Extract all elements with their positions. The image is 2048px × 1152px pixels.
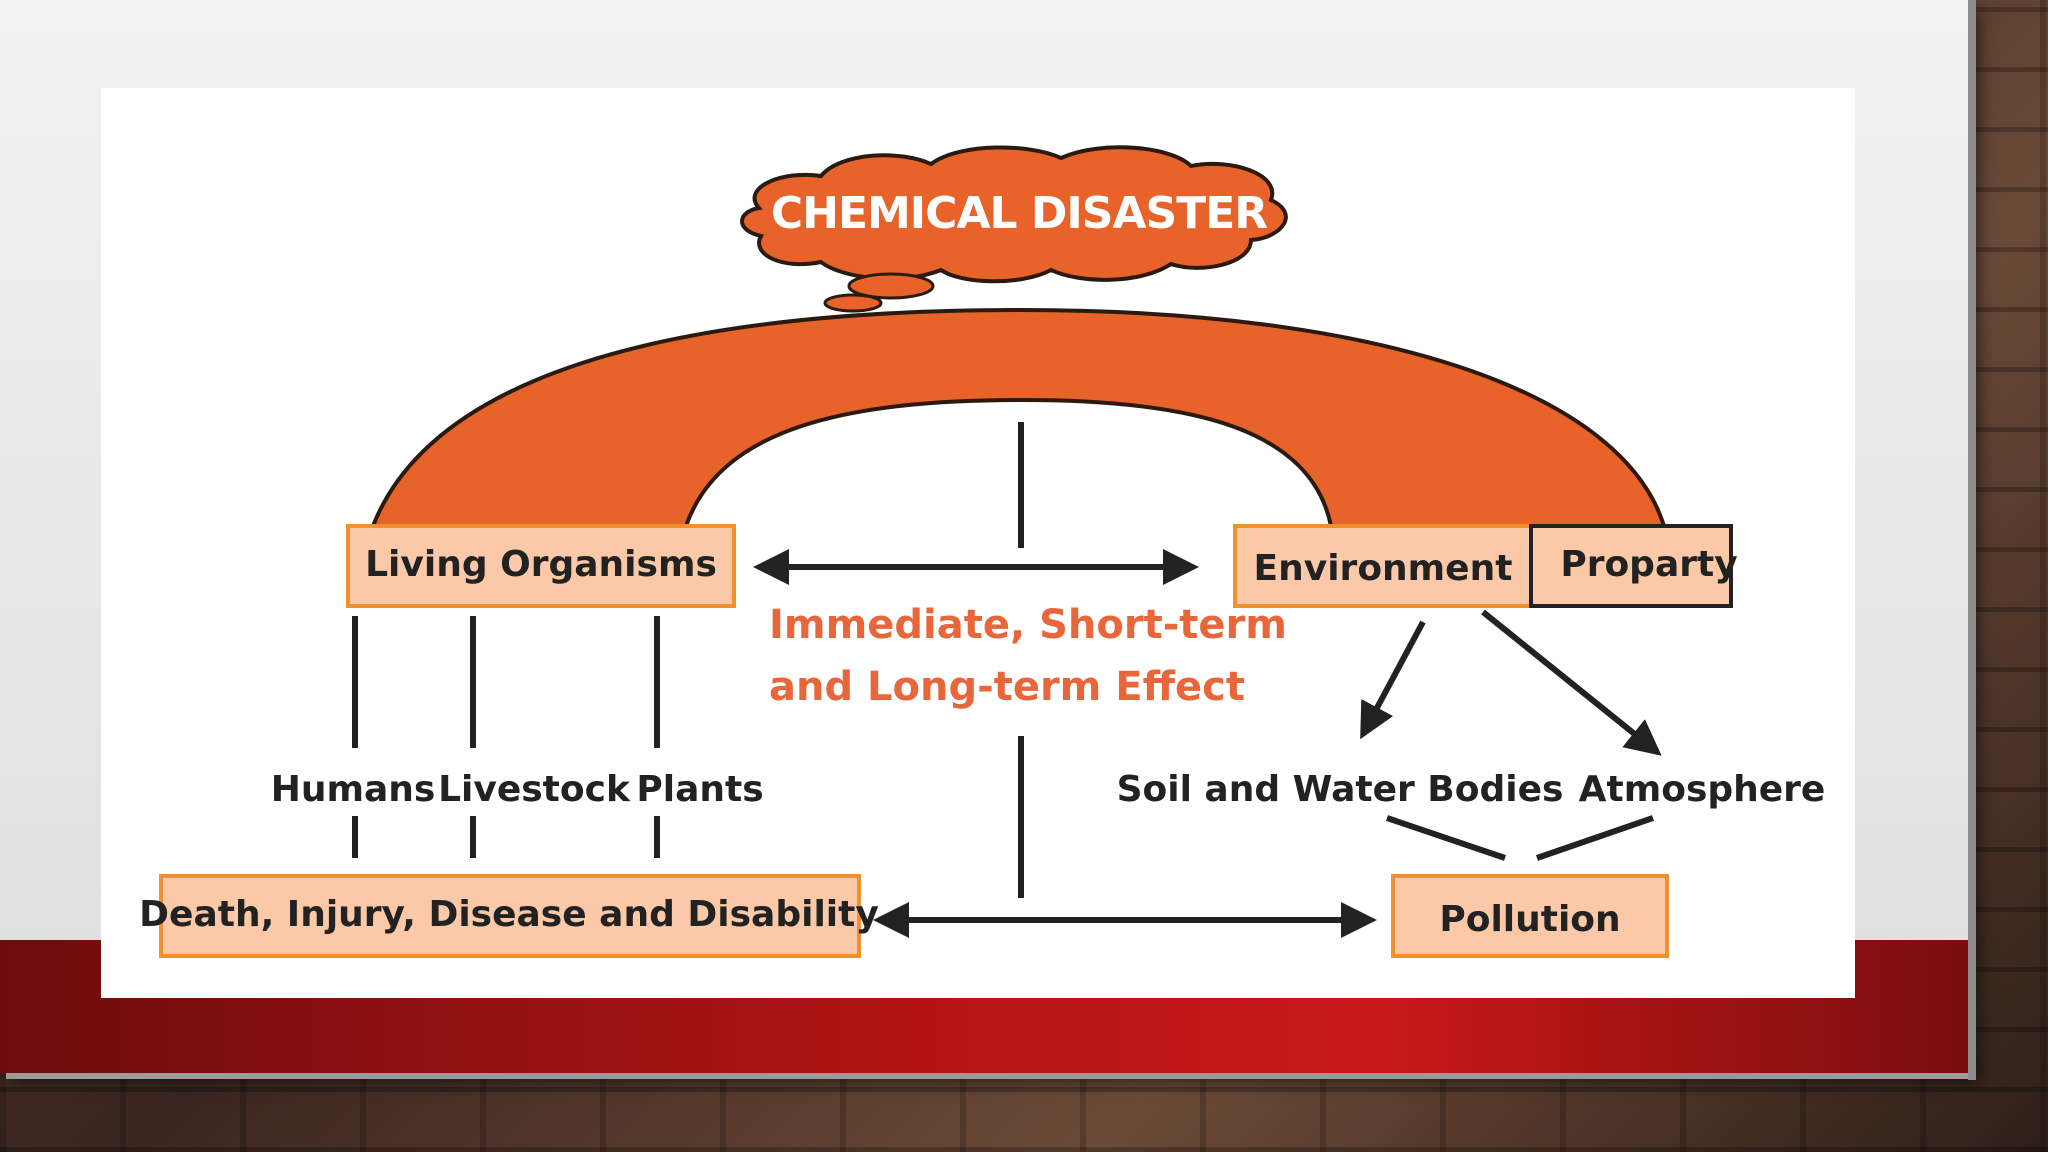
soil-water-label: Soil and Water Bodies	[1117, 769, 1564, 810]
humans-label: Humans	[271, 769, 436, 810]
atmosphere-to-pollution-line	[1536, 815, 1654, 861]
livestock-label: Livestock	[438, 769, 631, 810]
property-label: Proparty	[1560, 544, 1737, 585]
living-organisms-box: Living Organisms	[346, 524, 736, 608]
pollution-box: Pollution	[1391, 874, 1669, 958]
environment-box: Environment	[1233, 524, 1533, 608]
living-organisms-label: Living Organisms	[365, 544, 717, 585]
plants-label: Plants	[636, 769, 763, 810]
connectors	[352, 422, 1662, 938]
pollution-label: Pollution	[1439, 899, 1620, 940]
death-injury-label: Death, Injury, Disease and Disability	[139, 894, 879, 935]
slide-edge	[1968, 0, 1976, 1080]
property-box: Proparty	[1529, 524, 1738, 608]
soil-arrow	[1360, 620, 1426, 740]
effect-text-line1: Immediate, Short-term	[769, 602, 1287, 648]
diagram-picture: CHEMICAL DISASTER Living Organisms Envir…	[101, 88, 1855, 998]
cloud: CHEMICAL DISASTER	[740, 145, 1288, 313]
cloud-title: CHEMICAL DISASTER	[771, 188, 1267, 239]
arch	[370, 307, 1667, 528]
death-injury-box: Death, Injury, Disease and Disability	[139, 874, 879, 958]
environment-label: Environment	[1254, 548, 1513, 589]
soil-to-pollution-line	[1386, 815, 1506, 861]
atmosphere-label: Atmosphere	[1579, 769, 1826, 810]
effect-text-line2: and Long-term Effect	[769, 664, 1245, 710]
chemical-disaster-diagram: CHEMICAL DISASTER Living Organisms Envir…	[139, 145, 1826, 958]
atmosphere-arrow	[1481, 609, 1662, 756]
